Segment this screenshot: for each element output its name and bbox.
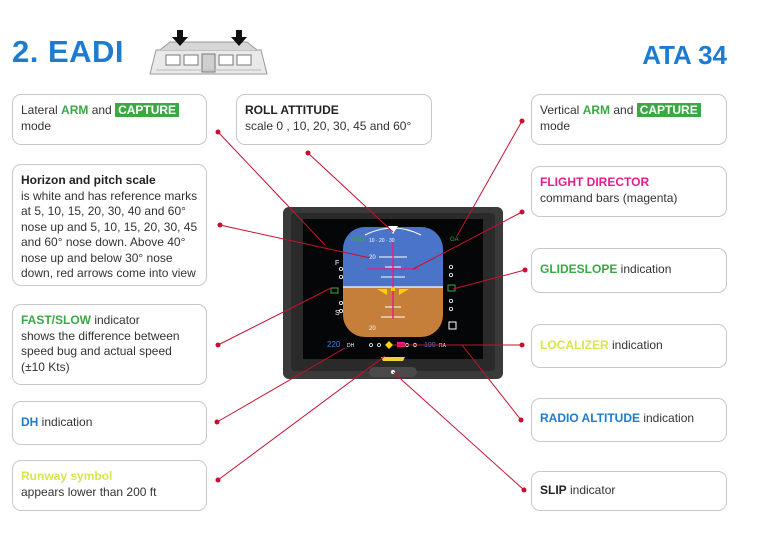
callout-horizon-pitch: Horizon and pitch scale is white and has… (12, 164, 207, 286)
gs-title: GLIDESLOPE (540, 262, 618, 276)
display-dh: DH (347, 343, 355, 349)
loc-title: LOCALIZER (540, 338, 609, 352)
callout-roll-attitude: ROLL ATTITUDE scale 0 , 10, 20, 30, 45 a… (236, 94, 432, 145)
vertical-and: and (610, 103, 637, 117)
vertical-arm: ARM (582, 103, 611, 117)
slip-text: indicator (566, 483, 616, 497)
display-hdg: HDG (351, 237, 365, 243)
lateral-arm: ARM (61, 103, 89, 117)
display-s: S (335, 310, 340, 317)
display-ra-label: RA (439, 343, 447, 349)
dh-title: DH (21, 415, 39, 429)
runway-text: appears lower than 200 ft (21, 484, 157, 499)
fs-detail: shows the difference between speed bug a… (21, 328, 180, 374)
callout-dh: DH indication (12, 401, 207, 445)
fd-title: FLIGHT DIRECTOR (540, 175, 650, 189)
roll-text: scale 0 , 10, 20, 30, 45 and 60° (245, 118, 412, 133)
loc-text: indication (608, 338, 663, 352)
horizon-text: is white and has reference marks at 5, 1… (21, 188, 198, 281)
lateral-pre: Lateral (21, 103, 62, 117)
horizon-title: Horizon and pitch scale (21, 173, 156, 187)
ra-text: indication (640, 411, 695, 425)
slip-title: SLIP (540, 483, 567, 497)
fs-text: indicator (91, 313, 140, 327)
gs-text: indication (617, 262, 672, 276)
vertical-pre: Vertical (540, 103, 583, 117)
display-f: F (335, 260, 339, 267)
callout-fast-slow: FAST/SLOW indicator shows the difference… (12, 304, 207, 385)
callout-vertical-mode: Vertical ARM and CAPTURE mode (531, 94, 727, 145)
roll-title: ROLL ATTITUDE (245, 103, 339, 117)
lateral-capture: CAPTURE (115, 103, 180, 117)
vertical-capture: CAPTURE (636, 103, 701, 117)
pitch-20-up: 20 (369, 255, 376, 261)
callout-flight-director: FLIGHT DIRECTOR command bars (magenta) (531, 166, 727, 217)
callout-glideslope: GLIDESLOPE indication (531, 248, 727, 293)
eadi-display: 20 20 10 · 20 · 30 HDG GA F S 220 DH 190… (283, 207, 503, 379)
callout-radio-altitude: RADIO ALTITUDE indication (531, 398, 727, 442)
callout-runway-symbol: Runway symbol appears lower than 200 ft (12, 460, 207, 511)
pitch-20-down: 20 (369, 326, 376, 332)
display-roll-marks: 10 · 20 · 30 (369, 238, 395, 244)
cockpit-panel-icon (149, 30, 268, 75)
callout-slip: SLIP indicator (531, 471, 727, 511)
callout-localizer: LOCALIZER indication (531, 324, 727, 368)
dh-text: indication (38, 415, 93, 429)
lateral-and: and (88, 103, 116, 117)
fd-text: command bars (magenta) (540, 190, 678, 205)
runway-title: Runway symbol (21, 469, 113, 483)
vertical-post: mode (540, 118, 571, 133)
callout-lateral-mode: Lateral ARM and CAPTURE mode (12, 94, 207, 145)
display-ga: GA (450, 237, 459, 243)
page-title: 2. EADI (12, 34, 125, 69)
lateral-post: mode (21, 118, 52, 133)
display-speed: 220 (327, 340, 341, 349)
ata-chapter: ATA 34 (642, 40, 727, 70)
fs-title: FAST/SLOW (21, 313, 91, 327)
ra-title: RADIO ALTITUDE (540, 411, 640, 425)
